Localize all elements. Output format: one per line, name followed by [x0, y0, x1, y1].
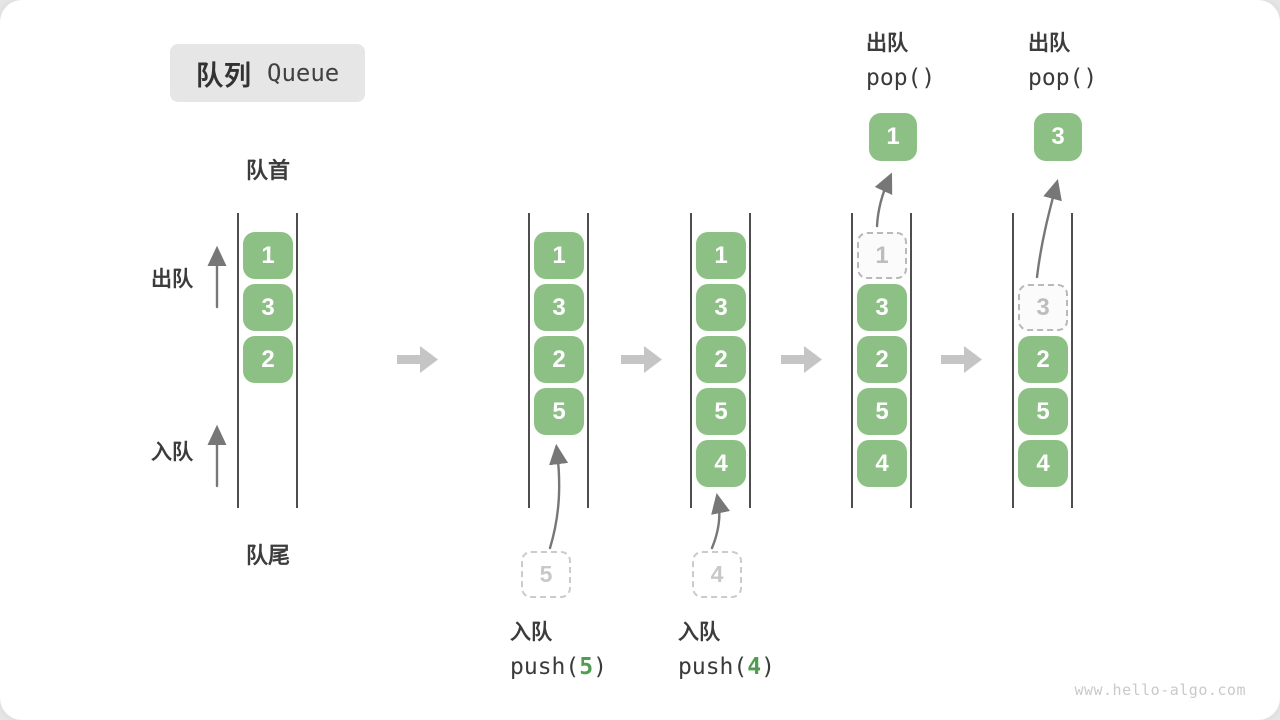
- label-queue-rear: 队尾: [245, 543, 290, 568]
- queue-cell: 1: [243, 232, 293, 279]
- queue-cell: 5: [534, 388, 584, 435]
- queue-rails-state3: [690, 213, 751, 508]
- popped-element: 3: [1034, 113, 1082, 161]
- watermark: www.hello-algo.com: [1074, 681, 1246, 699]
- op-code: push(5): [510, 654, 607, 680]
- title-en: Queue: [267, 59, 340, 87]
- queue-cell: 3: [243, 284, 293, 331]
- queue-cell: 4: [1018, 440, 1068, 487]
- state-transition-arrow-icon: [397, 346, 438, 373]
- state-transition-arrow-icon: [621, 346, 662, 373]
- state-transition-arrow-icon: [941, 346, 982, 373]
- pending-element: 5: [521, 551, 571, 598]
- queue-cell: 2: [1018, 336, 1068, 383]
- queue-cell: 5: [857, 388, 907, 435]
- op-action: 出队: [866, 32, 908, 55]
- op-fn-close: ): [593, 654, 607, 680]
- op-fn: push(: [678, 654, 748, 680]
- queue-cell: 1: [534, 232, 584, 279]
- op-code: push(4): [678, 654, 775, 680]
- popped-element: 1: [869, 113, 917, 161]
- op-action: 入队: [678, 621, 720, 644]
- label-enqueue-direction: 入队: [151, 441, 193, 464]
- queue-cell: 3: [857, 284, 907, 331]
- state-transition-arrow-icon: [781, 346, 822, 373]
- op-action: 入队: [510, 621, 552, 644]
- pending-element: 4: [692, 551, 742, 598]
- queue-cell: 3: [534, 284, 584, 331]
- queue-cell: 5: [696, 388, 746, 435]
- queue-cell-ghost: 3: [1018, 284, 1068, 331]
- op-action: 出队: [1028, 32, 1070, 55]
- op-fn-close: ): [761, 654, 775, 680]
- queue-rails-state1: [237, 213, 298, 508]
- op-fn: push(: [510, 654, 580, 680]
- op-label-push4: 入队 push(4): [678, 616, 775, 680]
- queue-cell: 2: [534, 336, 584, 383]
- queue-cell-ghost: 1: [857, 232, 907, 279]
- queue-cell: 2: [696, 336, 746, 383]
- op-label-pop1: 出队 pop(): [866, 27, 935, 91]
- label-dequeue-direction: 出队: [151, 268, 193, 291]
- title-zh: 队列: [196, 60, 252, 91]
- queue-cell: 2: [243, 336, 293, 383]
- op-label-pop2: 出队 pop(): [1028, 27, 1097, 91]
- queue-rails-state2: [528, 213, 589, 508]
- title-badge: 队列 Queue: [170, 44, 366, 102]
- queue-cell: 4: [696, 440, 746, 487]
- op-code: pop(): [866, 65, 936, 91]
- queue-cell: 4: [857, 440, 907, 487]
- queue-rails-state5: [1012, 213, 1073, 508]
- op-code: pop(): [1028, 65, 1098, 91]
- queue-cell: 2: [857, 336, 907, 383]
- op-arg: 4: [747, 654, 762, 680]
- label-queue-front: 队首: [245, 158, 290, 183]
- queue-rails-state4: [851, 213, 912, 508]
- op-label-push5: 入队 push(5): [510, 616, 607, 680]
- op-arg: 5: [579, 654, 594, 680]
- queue-cell: 3: [696, 284, 746, 331]
- queue-cell: 1: [696, 232, 746, 279]
- queue-cell: 5: [1018, 388, 1068, 435]
